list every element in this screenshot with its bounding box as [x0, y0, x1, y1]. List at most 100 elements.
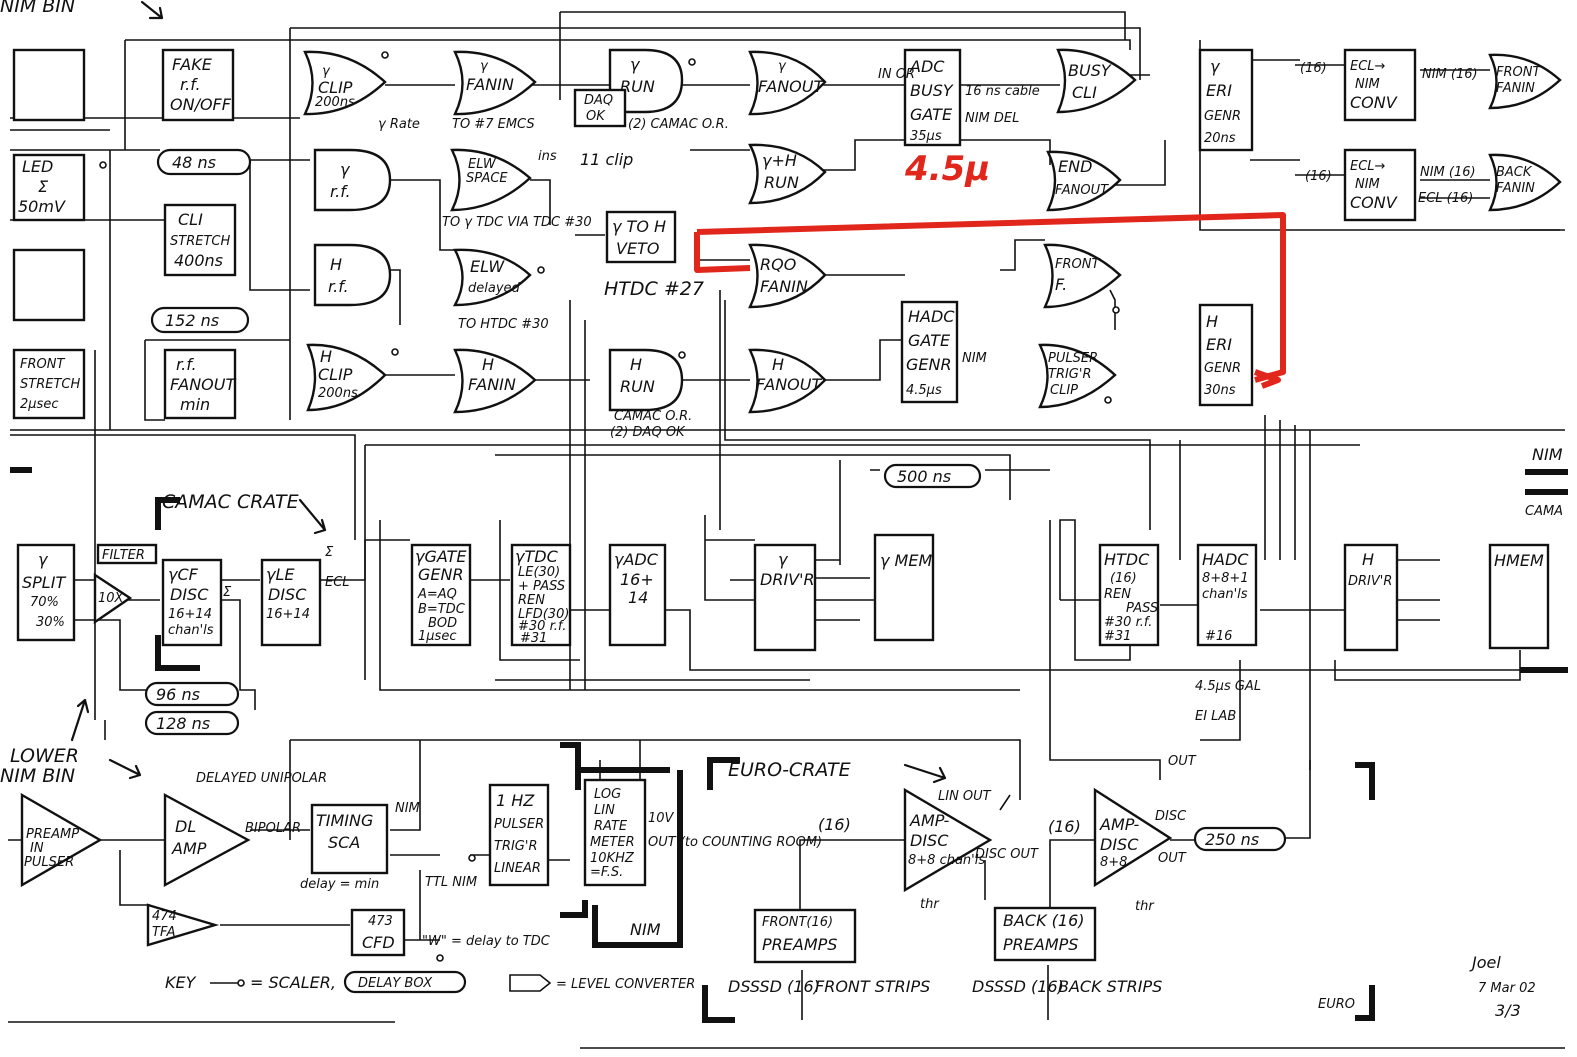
g-fanout-label: FANOUT: [758, 77, 824, 96]
h-rf-gate: [313, 243, 392, 307]
lin-label: LIN: [594, 803, 615, 818]
front-f-label: FRONT: [1055, 257, 1100, 272]
key-scaler-symbol: [237, 979, 245, 987]
nim-label-hadc: NIM: [962, 351, 987, 366]
euro-right-label: EURO: [1318, 997, 1355, 1012]
amp-disc-back-chans: 8+8: [1100, 855, 1127, 870]
hadc-gate-genr: GENR: [906, 355, 952, 374]
h-fanin-label: FANIN: [468, 375, 516, 394]
hadc-gate-gate: GATE: [908, 331, 951, 350]
h-clip-h: H: [320, 347, 332, 366]
delay-152-label: 152 ns: [165, 311, 219, 330]
rf-fanout-label: FANOUT: [170, 375, 236, 394]
g-adc-label: γADC: [614, 550, 659, 569]
cfd-label: CFD: [362, 933, 395, 952]
key-level-converter-symbol: [509, 974, 552, 992]
elw-space: SPACE: [466, 171, 508, 186]
to-tdc-30-label: TO γ TDC VIA TDC #30: [442, 215, 592, 230]
front-strips-label: FRONT STRIPS: [815, 977, 930, 996]
elw-label: ELW: [468, 157, 497, 172]
front-fanin-gate: [1488, 53, 1562, 110]
gamma-tdc-module: [510, 543, 572, 647]
amp-disc-front-disc: DISC: [910, 831, 949, 850]
key-level-converter-text: = LEVEL CONVERTER: [556, 977, 695, 992]
ecl-nim-2-nim: NIM: [1355, 177, 1380, 192]
g-to-h-label: γ TO H: [612, 217, 666, 236]
gh-run-gate: [748, 143, 827, 205]
h-adc-chans: 8+8+1: [1202, 571, 1249, 586]
sum-label-2: Σ: [325, 545, 334, 560]
adc-busy-adc: ADC: [909, 57, 945, 76]
pulser-1hz-trig: TRIG'R: [494, 839, 538, 854]
back-preamps-preamps: PREAMPS: [1003, 935, 1078, 954]
h-tdc-module: [1098, 543, 1160, 647]
amp-disc-back: [1093, 787, 1173, 888]
camac-bracket: [155, 497, 180, 530]
gamma-drivr-module: [753, 543, 817, 652]
back-fanin-fanin: FANIN: [1496, 181, 1535, 196]
delay-box-152: [150, 306, 250, 334]
h-tdc-30rf: #30 r.f.: [1104, 615, 1152, 630]
amp-disc-front: [903, 787, 993, 893]
euro-bracket-right: [1355, 762, 1375, 800]
filter-label: FILTER: [102, 548, 145, 563]
gamma-fanout-gate: [748, 50, 827, 116]
camac-right-label: CAMA: [1525, 504, 1563, 519]
front-preamps-preamps: PREAMPS: [762, 935, 837, 954]
amp-disc-back-amp: AMP-: [1099, 815, 1140, 834]
ecl-nim-conv-2: [1343, 148, 1417, 222]
rqo-label: RQO: [760, 255, 796, 274]
h-tdc-pass: PASS: [1126, 601, 1158, 616]
euro-arrow: [903, 763, 947, 784]
back-fanin-gate: [1488, 153, 1562, 212]
x10-amp: [93, 572, 133, 625]
out-4-label: OUT: [1168, 754, 1197, 769]
h-eri-h: H: [1206, 312, 1218, 331]
dsssd-2-label: DSSSD (16): [972, 977, 1064, 996]
led-label: LED: [22, 157, 53, 176]
key-label: KEY: [165, 973, 197, 992]
h-tdc-16: (16): [1110, 571, 1137, 586]
h-fanout-label: FANOUT: [756, 375, 822, 394]
camac-crate-label: CAMAC CRATE: [162, 491, 299, 513]
daq-ok-module: [573, 88, 627, 128]
front-stretch-label: FRONT: [20, 357, 65, 372]
camac-bracket-bottom: [155, 635, 200, 671]
clip-ins-label: ins: [538, 149, 557, 164]
g-eri-gamma: γ: [1210, 57, 1221, 76]
front-stretch-module: [12, 348, 86, 420]
filter-module: [96, 543, 158, 565]
in-or-label: IN OR: [878, 67, 915, 82]
fake-rf-rf: r.f.: [180, 75, 201, 94]
ecl-16: ECL (16): [1418, 191, 1473, 206]
delay-box-48: [156, 148, 252, 176]
log-label: LOG: [594, 787, 621, 802]
ecl-16-1: (16): [1300, 61, 1327, 76]
daq-ok-2-label: (2) DAQ OK: [610, 425, 686, 440]
g-rf-label: r.f.: [330, 182, 351, 201]
cfd-module: [350, 908, 406, 957]
meter-fs: =F.S.: [590, 865, 623, 880]
euro-bracket: [707, 757, 740, 790]
lower-label: LOWER: [10, 745, 79, 767]
front-stretch-type: STRETCH: [20, 377, 80, 392]
dl-amp-dl: DL: [175, 817, 196, 836]
busy-cli-label: BUSY: [1068, 61, 1112, 80]
key-scaler-text: = SCALER,: [250, 973, 336, 992]
g-gate-label: γGATE: [415, 547, 467, 566]
delay-250-label: 250 ns: [1205, 830, 1259, 849]
gamma-to-h-veto-module: [605, 210, 677, 264]
rf-fanout-module: [163, 348, 237, 420]
elw-delayed-note: delayed: [468, 281, 521, 296]
key-delay-box: [343, 970, 467, 994]
euro-crate-label: EURO-CRATE: [728, 759, 851, 781]
adc-busy-gate-module: [903, 48, 962, 147]
h-eri-label: ERI: [1206, 335, 1232, 354]
lower-up-arrow: [70, 698, 90, 742]
back-16-label: (16): [1048, 817, 1081, 836]
g-adc-14: 14: [628, 588, 648, 607]
gamma-eri-module: [1198, 48, 1254, 152]
cli-stretch-time: 400ns: [174, 251, 223, 270]
h-adc-chanls: chan'ls: [1202, 587, 1248, 602]
g-split-gamma: γ: [38, 550, 49, 569]
